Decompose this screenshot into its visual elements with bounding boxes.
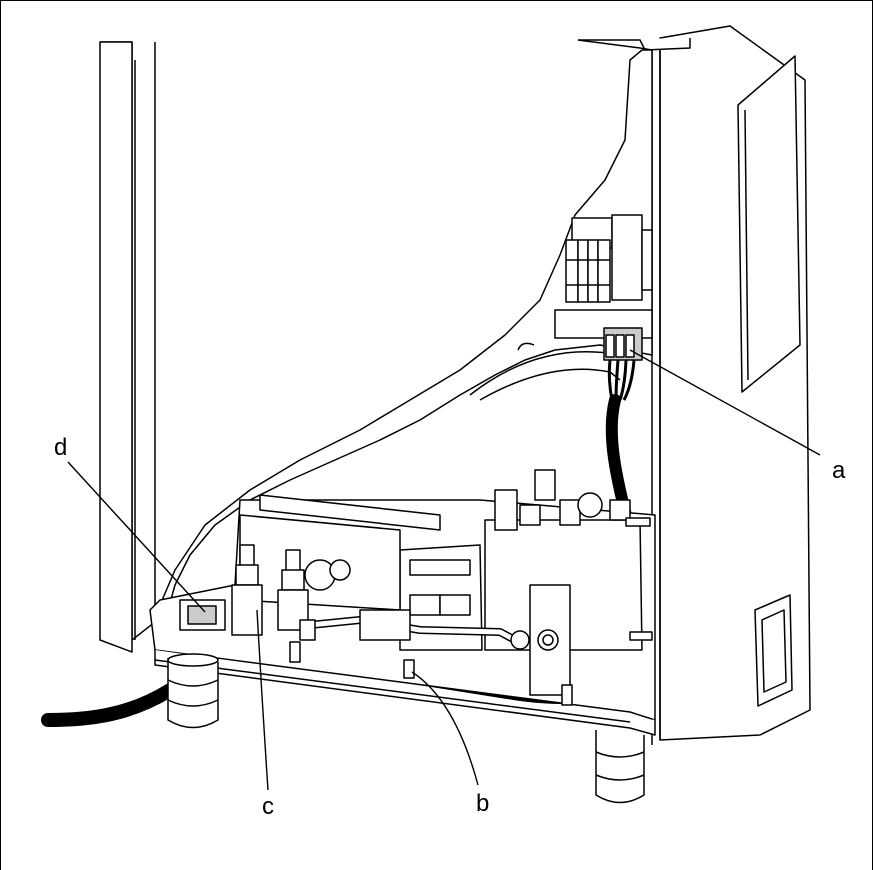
callout-b: b <box>476 790 489 817</box>
control-board <box>484 469 643 696</box>
cable-ties <box>289 517 653 706</box>
right-foot <box>595 730 645 804</box>
left-door-panel <box>99 41 156 653</box>
electrical-contactors <box>554 214 653 339</box>
left-foot <box>167 658 219 729</box>
circuit-board <box>399 544 483 651</box>
leader-line-d <box>67 461 206 613</box>
callout-d: d <box>54 434 67 461</box>
callout-a: a <box>832 457 846 484</box>
leader-line-c <box>256 609 269 791</box>
drain-hose <box>41 683 177 727</box>
cable-wires <box>607 359 636 401</box>
top-edge <box>577 38 691 51</box>
terminal-block-a <box>603 327 643 361</box>
leader-line-a <box>629 349 821 456</box>
water-tube-b <box>299 609 530 650</box>
right-side-panel <box>651 25 811 745</box>
callout-c: c <box>262 793 274 820</box>
drain-fitting-d <box>179 599 226 631</box>
leader-line-b <box>411 671 479 786</box>
inner-shell <box>159 49 653 611</box>
